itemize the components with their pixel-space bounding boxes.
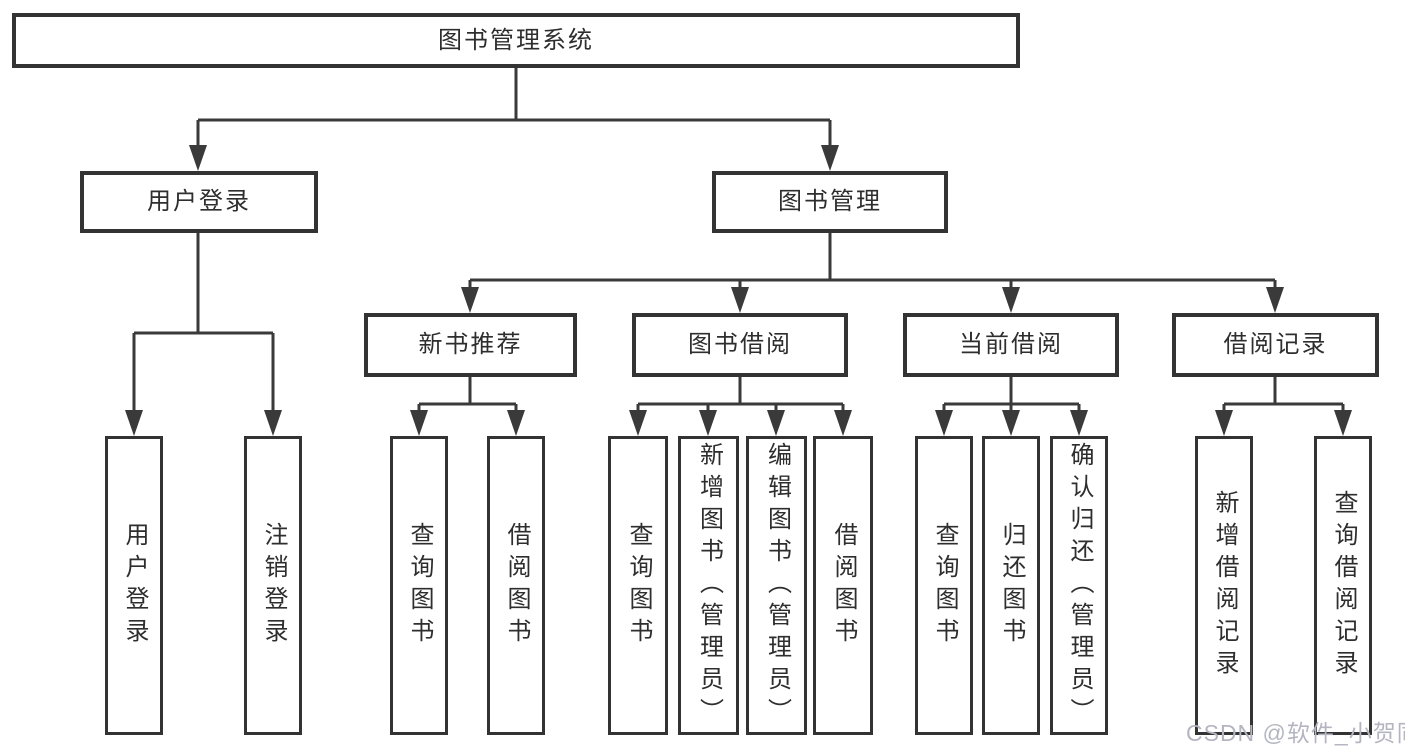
arrow-down-icon (1002, 410, 1020, 436)
edge-bookborrow-to-leaves (636, 377, 845, 418)
edge-userlogin-to-leaves (132, 233, 275, 418)
arrow-down-icon (935, 410, 953, 436)
leaf-confirm-return-admin: 确认归还（管理员） (1050, 436, 1108, 735)
arrow-down-icon (410, 410, 428, 436)
arrow-down-icon (461, 287, 479, 313)
node-root-label: 图书管理系统 (438, 26, 594, 54)
leaf-add-books-admin-label: 新增图书（管理员） (695, 441, 723, 730)
node-book-borrow-label: 图书借阅 (688, 331, 792, 358)
leaf-add-books-admin: 新增图书（管理员） (678, 436, 739, 735)
leaf-confirm-return-admin-label: 确认归还（管理员） (1066, 441, 1093, 730)
node-user-login-label: 用户登录 (147, 188, 251, 215)
edge-borrowrecord-to-leaves (1222, 377, 1345, 418)
arrow-down-icon (1002, 287, 1020, 313)
edge-root-to-level2 (196, 68, 832, 152)
leaf-query-borrow-record: 查询借阅记录 (1314, 436, 1372, 735)
node-book-management: 图书管理 (712, 171, 948, 233)
node-new-book-recommend-label: 新书推荐 (418, 331, 523, 358)
leaf-borrow-query-books: 查询图书 (608, 436, 668, 735)
arrowheads (125, 145, 1352, 436)
node-new-book-recommend: 新书推荐 (364, 313, 577, 377)
leaf-newbook-borrow-books: 借阅图书 (487, 436, 545, 735)
leaf-logout: 注销登录 (244, 436, 302, 735)
arrow-down-icon (699, 410, 717, 436)
leaf-current-query-books-label: 查询图书 (931, 521, 958, 650)
arrow-down-icon (1070, 410, 1088, 436)
leaf-user-login: 用户登录 (105, 436, 163, 735)
arrow-down-icon (629, 410, 647, 436)
node-book-management-label: 图书管理 (778, 188, 882, 215)
leaf-add-borrow-record-label: 新增借阅记录 (1211, 489, 1238, 682)
leaf-current-query-books: 查询图书 (915, 436, 973, 735)
node-borrow-record: 借阅记录 (1172, 313, 1379, 377)
arrow-down-icon (834, 410, 852, 436)
leaf-edit-books-admin-label: 编辑图书（管理员） (763, 441, 791, 730)
csdn-watermark: CSDN @软件_小贺同学 (1186, 720, 1405, 746)
arrow-down-icon (125, 410, 143, 436)
leaf-return-books-label: 归还图书 (998, 521, 1025, 650)
edge-bookmgmt-to-level3 (468, 233, 1277, 295)
arrow-down-icon (264, 410, 282, 436)
node-current-borrow-label: 当前借阅 (959, 331, 1063, 358)
node-user-login: 用户登录 (80, 171, 318, 233)
leaf-return-books: 归还图书 (982, 436, 1040, 735)
node-current-borrow: 当前借阅 (903, 313, 1119, 377)
leaf-borrow-borrow-books-label: 借阅图书 (830, 521, 857, 650)
leaf-newbook-query-books-label: 查询图书 (406, 521, 433, 650)
node-book-borrow: 图书借阅 (632, 313, 848, 377)
leaf-newbook-query-books: 查询图书 (390, 436, 448, 735)
leaf-query-borrow-record-label: 查询借阅记录 (1330, 489, 1357, 682)
leaf-edit-books-admin: 编辑图书（管理员） (746, 436, 807, 735)
arrow-down-icon (767, 410, 785, 436)
arrow-down-icon (1215, 410, 1233, 436)
leaf-logout-label: 注销登录 (260, 521, 287, 650)
leaf-user-login-label: 用户登录 (121, 521, 148, 650)
arrow-down-icon (189, 145, 207, 171)
arrow-down-icon (731, 287, 749, 313)
arrow-down-icon (507, 410, 525, 436)
node-borrow-record-label: 借阅记录 (1223, 331, 1328, 358)
leaf-add-borrow-record: 新增借阅记录 (1195, 436, 1253, 735)
edge-newbook-to-leaves (417, 377, 518, 418)
leaf-borrow-query-books-label: 查询图书 (625, 521, 652, 650)
arrow-down-icon (1334, 410, 1352, 436)
leaf-newbook-borrow-books-label: 借阅图书 (503, 521, 530, 650)
arrow-down-icon (821, 145, 839, 171)
leaf-borrow-borrow-books: 借阅图书 (813, 436, 873, 735)
node-root: 图书管理系统 (12, 13, 1020, 68)
arrow-down-icon (1266, 287, 1284, 313)
